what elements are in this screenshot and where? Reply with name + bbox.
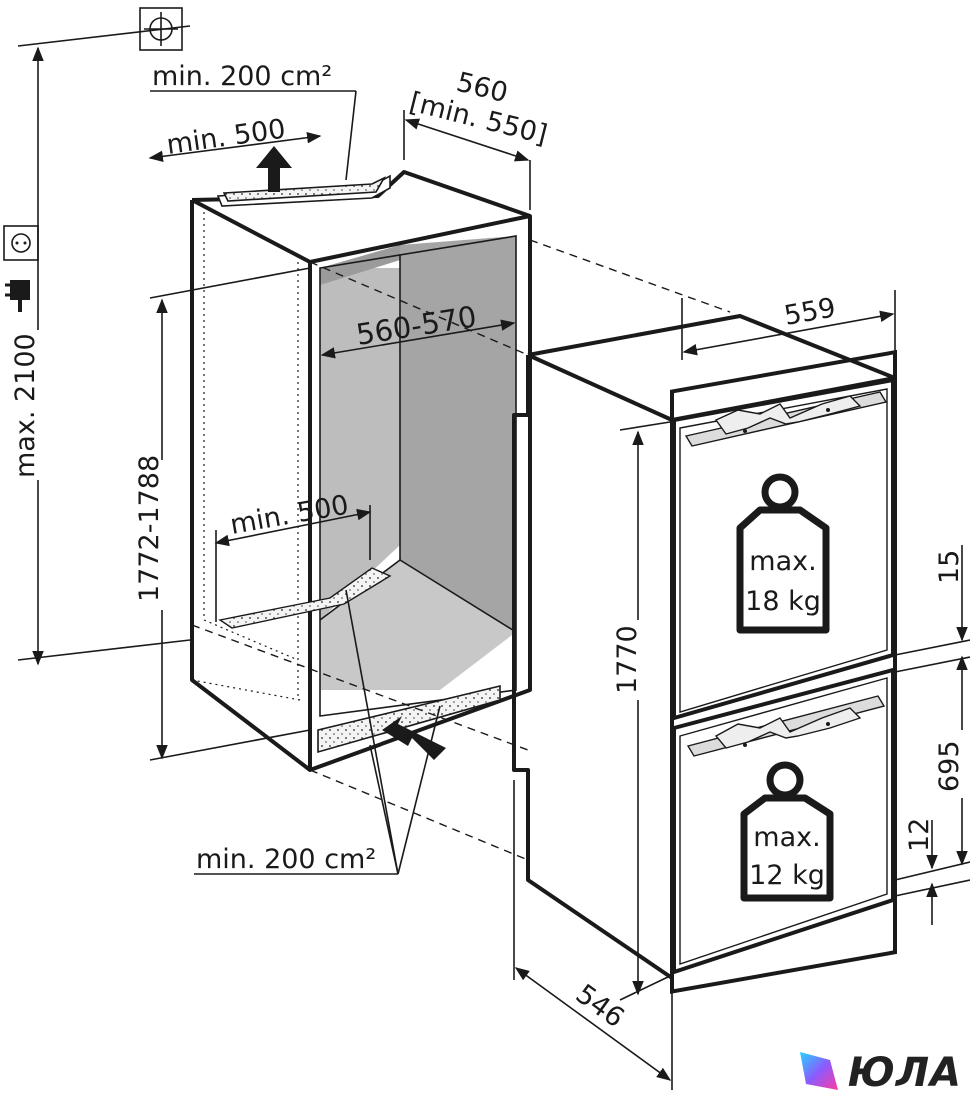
lower-door[interactable] [672, 667, 895, 975]
upper-weight-line2: 18 kg [745, 586, 821, 617]
bottom-vent-label: min. 200 cm² [196, 844, 376, 875]
lower-weight-line2: 12 kg [749, 860, 825, 891]
lower-door-bracket [686, 695, 886, 757]
floor-vent-opening [218, 567, 392, 629]
yula-logo-text: ЮЛА [847, 1050, 962, 1096]
niche-height-label: 1772-1788 [134, 455, 165, 602]
total-height-label: max. 2100 [10, 333, 41, 478]
power-plug-icon [5, 280, 30, 312]
niche-height-dimension: 1772-1788 [132, 267, 311, 761]
top-airflow-arrow [256, 146, 292, 192]
upper-door-bracket [684, 391, 888, 447]
gap-bottom-label: 12 [904, 818, 935, 852]
appliance-depth-dimension: 546 [513, 780, 673, 1090]
lower-weight-line1: max. [753, 822, 820, 853]
appliance-height-label: 1770 [612, 625, 643, 694]
total-height-dimension: max. 2100 [10, 25, 191, 666]
upper-weight-line1: max. [749, 546, 816, 577]
door-offset-label: 695 [934, 740, 965, 792]
gap-top-label: 15 [934, 550, 965, 584]
yula-logo-icon [799, 1052, 838, 1090]
power-socket-icon [3, 225, 39, 261]
niche-width-dimension: 560 [min. 550] [403, 67, 550, 210]
top-vent-label: min. 200 cm² [152, 61, 332, 92]
bottom-vent-dimension: min. 200 cm² [194, 589, 441, 875]
appliance-depth-label: 546 [570, 979, 630, 1034]
upper-door[interactable] [672, 377, 895, 721]
niche-floor [320, 560, 516, 690]
weight-icon: max. 12 kg [740, 761, 834, 902]
appliance-width-dimension: 559 [681, 290, 896, 372]
top-depth-dimension: min. 500 [148, 114, 322, 163]
top-vent-dimension: min. 200 cm² [150, 61, 357, 181]
yula-logo: ЮЛА [794, 1050, 962, 1096]
niche-cabinet [190, 170, 532, 772]
weight-icon: max. 18 kg [736, 473, 830, 634]
appliance-height-dimension: 1770 [610, 421, 671, 1001]
door-gap-dimensions: 15 695 12 [894, 545, 970, 925]
bottom-vent-opening [317, 684, 501, 754]
fridge-appliance [512, 314, 897, 994]
